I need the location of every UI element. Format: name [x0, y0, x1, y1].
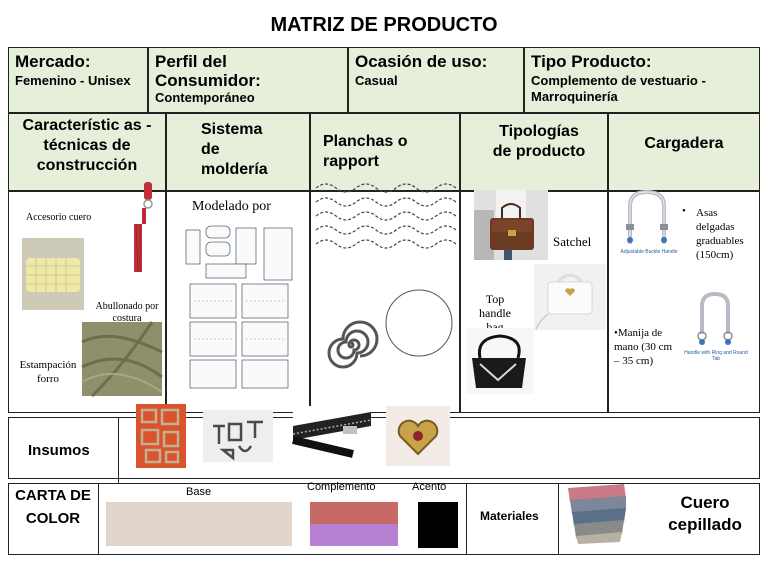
pattern-pieces-diagram [184, 222, 296, 390]
insumos-label: Insumos [28, 442, 90, 459]
top-handle-white-image [534, 264, 606, 331]
complemento-label: Complemento [307, 481, 376, 493]
accesorio-label: Accesorio cuero [26, 212, 92, 223]
col-planchas-label: Planchas o rapport [323, 133, 408, 170]
perfil-cell: Perfil del Consumidor: Contemporáneo [148, 47, 348, 113]
wave-pattern [314, 180, 457, 250]
acento-swatch [418, 502, 458, 548]
materiales-label: Materiales [480, 509, 539, 523]
zipper-image [292, 406, 372, 458]
col-caracteristicas-label: Característic as - técnicas de construcc… [22, 117, 152, 174]
color-divider-2 [466, 483, 467, 555]
ring-handle-image [690, 290, 740, 348]
lining-fabric-image [81, 321, 163, 398]
modelado-label: Modelado por [192, 199, 271, 214]
circle-pattern [384, 288, 454, 358]
abullonado-label: Abullonado por costura [95, 301, 159, 324]
spiral-pattern [326, 320, 379, 370]
perfil-value: Contemporáneo [155, 90, 255, 105]
estampacion-label: Estampación forro [19, 359, 77, 385]
insumos-divider [118, 417, 119, 483]
col-cargadera: Cargadera [608, 113, 760, 191]
perfil-label: Perfil del Consumidor: [155, 52, 261, 90]
base-label: Base [186, 486, 212, 498]
ocasion-label: Ocasión de uso: [355, 52, 488, 71]
ocasion-cell: Ocasión de uso: Casual [348, 47, 524, 113]
col-moldeiria: Sistema de moldería [166, 113, 310, 191]
color-divider-1 [98, 483, 99, 555]
mercado-label: Mercado: [15, 52, 91, 71]
col-tipologias-label: Tipologías de producto [492, 123, 586, 160]
color-divider-3 [558, 483, 559, 555]
carta-color-label: CARTA DE COLOR [15, 487, 91, 527]
mercado-value: Femenino - Unisex [15, 73, 131, 88]
page-title: MATRIZ DE PRODUCTO [270, 14, 498, 36]
tipo-cell: Tipo Producto: Complemento de vestuario … [524, 47, 760, 113]
complemento-swatch-2 [310, 524, 398, 546]
col-planchas: Planchas o rapport [310, 113, 460, 191]
asas-label: Asas delgadas graduables (150cm) [696, 207, 744, 261]
col-caracteristicas: Característic as - técnicas de construcc… [8, 113, 166, 191]
tipo-value: Complemento de vestuario - Marroquinería [531, 73, 706, 104]
satchel-image [474, 190, 548, 260]
satchel-label: Satchel [553, 234, 592, 249]
insumos-row [8, 417, 760, 479]
leather-samples-image [564, 484, 630, 544]
mercado-cell: Mercado: Femenino - Unisex [8, 47, 148, 113]
tipo-label: Tipo Producto: [531, 52, 652, 71]
buckle-handle-image [614, 186, 680, 262]
acento-label: Acento [412, 481, 447, 493]
top-handle-black-image [466, 328, 534, 394]
complemento-swatch-1 [310, 502, 398, 524]
base-swatch [106, 502, 292, 546]
buckles-image [136, 404, 186, 468]
heart-ornament-image [386, 406, 450, 466]
quilted-bag-image [22, 238, 84, 310]
manija-label: •Manija de mano (30 cm – 35 cm) [614, 327, 673, 367]
col-cargadera-label: Cargadera [644, 135, 724, 152]
col-tipologias: Tipologías de producto [460, 113, 608, 191]
hardware-image [203, 410, 273, 462]
asas-bullet: • [682, 205, 686, 217]
materiales-value: Cuero cepillado [668, 493, 742, 534]
ocasion-value: Casual [355, 73, 398, 88]
tassel-image [112, 178, 162, 278]
color-row [8, 483, 760, 555]
ring-caption: Handle with Ring and Round Tab [684, 350, 748, 362]
buckle-caption: Adjustable Buckle Handle [620, 249, 678, 255]
col-moldeiria-label: Sistema de moldería [201, 121, 268, 178]
